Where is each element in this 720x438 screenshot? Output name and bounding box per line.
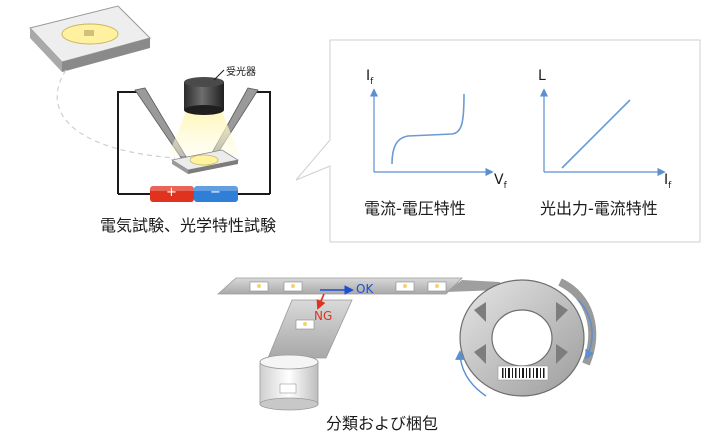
tape-reel <box>455 278 597 397</box>
iv-y-axis-label: If <box>366 68 373 87</box>
iv-y-sub: f <box>370 76 374 87</box>
iv-graph <box>369 88 494 177</box>
battery-minus-label: − <box>210 185 221 200</box>
test-rig <box>117 69 271 202</box>
graph-callout <box>295 39 701 243</box>
circuit-wire <box>117 91 140 194</box>
rotation-arrow <box>455 350 487 397</box>
sort-caption: 分類および梱包 <box>326 414 439 433</box>
li-caption: 光出力-電流特性 <box>540 199 658 218</box>
storage-can <box>259 354 319 411</box>
li-y-axis-label: L <box>538 68 546 84</box>
circuit-wire <box>252 91 271 194</box>
iv-caption: 電流-電圧特性 <box>364 199 466 218</box>
battery-plus-label: + <box>166 185 177 200</box>
tests-caption: 電気試験、光学特性試験 <box>100 216 277 235</box>
ng-label: NG <box>314 309 333 323</box>
li-x-axis-label: If <box>664 172 671 191</box>
ng-arrow <box>316 293 326 310</box>
li-graph <box>539 88 666 177</box>
battery <box>150 186 238 202</box>
li-x-main: I <box>664 172 669 188</box>
li-x-sub: f <box>668 180 672 191</box>
dashed-connector <box>56 69 176 159</box>
iv-curve <box>391 93 465 165</box>
iv-x-main: V <box>494 172 504 188</box>
barcode <box>497 365 549 381</box>
detector-label: 受光器 <box>226 67 256 78</box>
rotation-arrow <box>577 299 595 360</box>
light-detector <box>184 69 225 115</box>
li-curve <box>561 99 631 169</box>
ok-label: OK <box>356 282 374 296</box>
iv-y-main: I <box>366 68 371 84</box>
iv-x-axis-label: Vf <box>494 172 507 191</box>
sorting-line <box>216 277 500 359</box>
led-package <box>29 5 151 72</box>
iv-x-sub: f <box>503 180 507 191</box>
light-cone <box>168 112 240 156</box>
led-under-test <box>170 149 240 174</box>
